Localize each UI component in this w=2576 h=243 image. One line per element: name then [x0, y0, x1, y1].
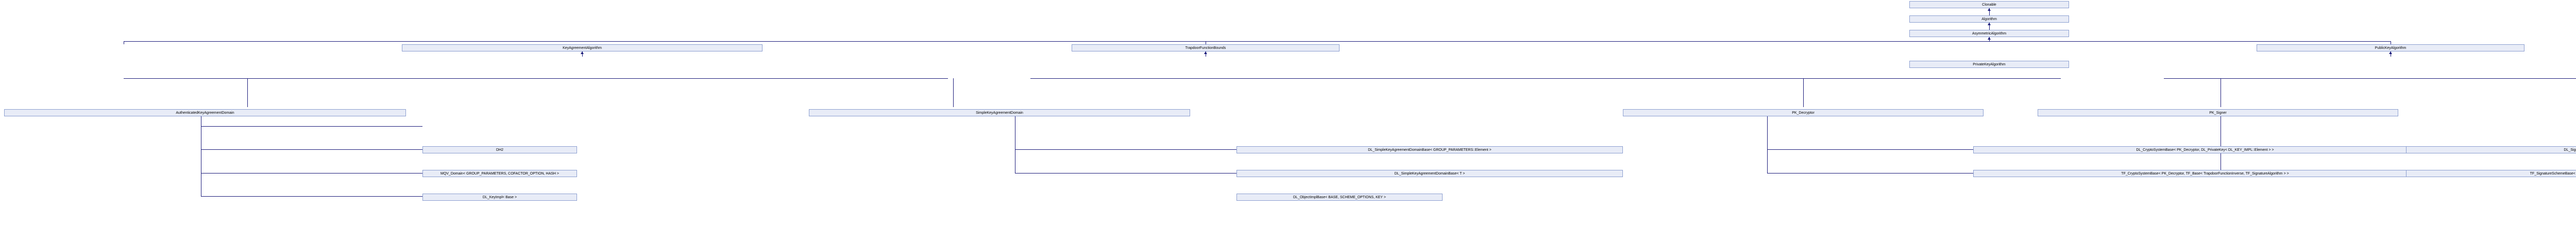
- node-asymmetric-algorithm[interactable]: AsymmetricAlgorithm: [1909, 30, 2069, 37]
- bus-level5-right: [2164, 78, 2576, 79]
- node-tf-cryptosystem-base-decryptor[interactable]: TF_CryptoSystemBase< PK_Decryptor, TF_Ba…: [1973, 170, 2437, 177]
- node-trapdoor-function-bounds[interactable]: TrapdoorFunctionBounds: [1072, 44, 1340, 51]
- node-dl-object-impl-base[interactable]: DL_ObjectImplBase< BASE, SCHEME_OPTIONS,…: [1236, 194, 1443, 201]
- edge-algorithm-asymmetric: [1989, 23, 1990, 30]
- arrow-to-key-agreement: [581, 51, 584, 54]
- edge-keyagreement-down: [582, 51, 583, 57]
- node-dl-keyimpl-base[interactable]: DL_KeyImpl< Base >: [422, 194, 577, 201]
- bus-level5-left: [124, 78, 948, 79]
- bus-level5-mid: [1030, 78, 2061, 79]
- arrow-to-asymmetric: [1988, 37, 1991, 40]
- node-mqv-domain[interactable]: MQV_Domain< GROUP_PARAMETERS, COFACTOR_O…: [422, 170, 577, 177]
- arrow-to-algorithm: [1988, 23, 1991, 25]
- edge-auth-leaf-0: [201, 126, 422, 127]
- arrow-to-trapdoor: [1204, 51, 1207, 54]
- edge-bus5-simple: [953, 78, 954, 107]
- node-clonable[interactable]: Clonable: [1909, 1, 2069, 8]
- edge-decryptor-leaf-1: [1767, 149, 1973, 150]
- edge-bus5-auth: [247, 78, 248, 107]
- node-pk-decryptor[interactable]: PK_Decryptor: [1623, 109, 1984, 116]
- edge-simple-leaf-1: [1015, 149, 1236, 150]
- edge-clonable-algorithm: [1989, 8, 1990, 15]
- edge-bus5-decryptor: [1803, 78, 1804, 107]
- arrow-to-publickey: [2389, 51, 2392, 54]
- node-public-key-algorithm[interactable]: PublicKeyAlgorithm: [2257, 44, 2524, 51]
- node-dl-simple-key-agreement-domain-base-t[interactable]: DL_SimpleKeyAgreementDomainBase< T >: [1236, 170, 1623, 177]
- node-authenticated-key-agreement-domain[interactable]: AuthenticatedKeyAgreementDomain: [4, 109, 406, 116]
- edge-auth-leaf-3: [201, 196, 422, 197]
- edge-auth-leaf-1: [201, 149, 422, 150]
- node-dl-signature-scheme-base-signer[interactable]: DL_SignatureSchemeBase< PK_Signer, DL_Pr…: [2406, 146, 2576, 153]
- node-private-key-algorithm[interactable]: PrivateKeyAlgorithm: [1909, 61, 2069, 68]
- edge-decryptor-leaf-stem: [1767, 116, 1768, 173]
- node-dl-simple-key-agreement-domain-base-group[interactable]: DL_SimpleKeyAgreementDomainBase< GROUP_P…: [1236, 146, 1623, 153]
- node-algorithm[interactable]: Algorithm: [1909, 15, 2069, 23]
- node-tf-signature-scheme-base-signer[interactable]: TF_SignatureSchemeBase< PK_Signer, TF_Ba…: [2406, 170, 2576, 177]
- bus-level4: [124, 41, 2391, 42]
- node-dl-cryptosystem-base-pk[interactable]: DL_CryptoSystemBase< PK_Decryptor, DL_Pr…: [1973, 146, 2437, 153]
- node-dh2[interactable]: DH2: [422, 146, 577, 153]
- node-simple-key-agreement-domain[interactable]: SimpleKeyAgreementDomain: [809, 109, 1190, 116]
- node-pk-signer[interactable]: PK_Signer: [2038, 109, 2398, 116]
- node-key-agreement-algorithm[interactable]: KeyAgreementAlgorithm: [402, 44, 762, 51]
- arrow-to-clonable: [1988, 8, 1991, 11]
